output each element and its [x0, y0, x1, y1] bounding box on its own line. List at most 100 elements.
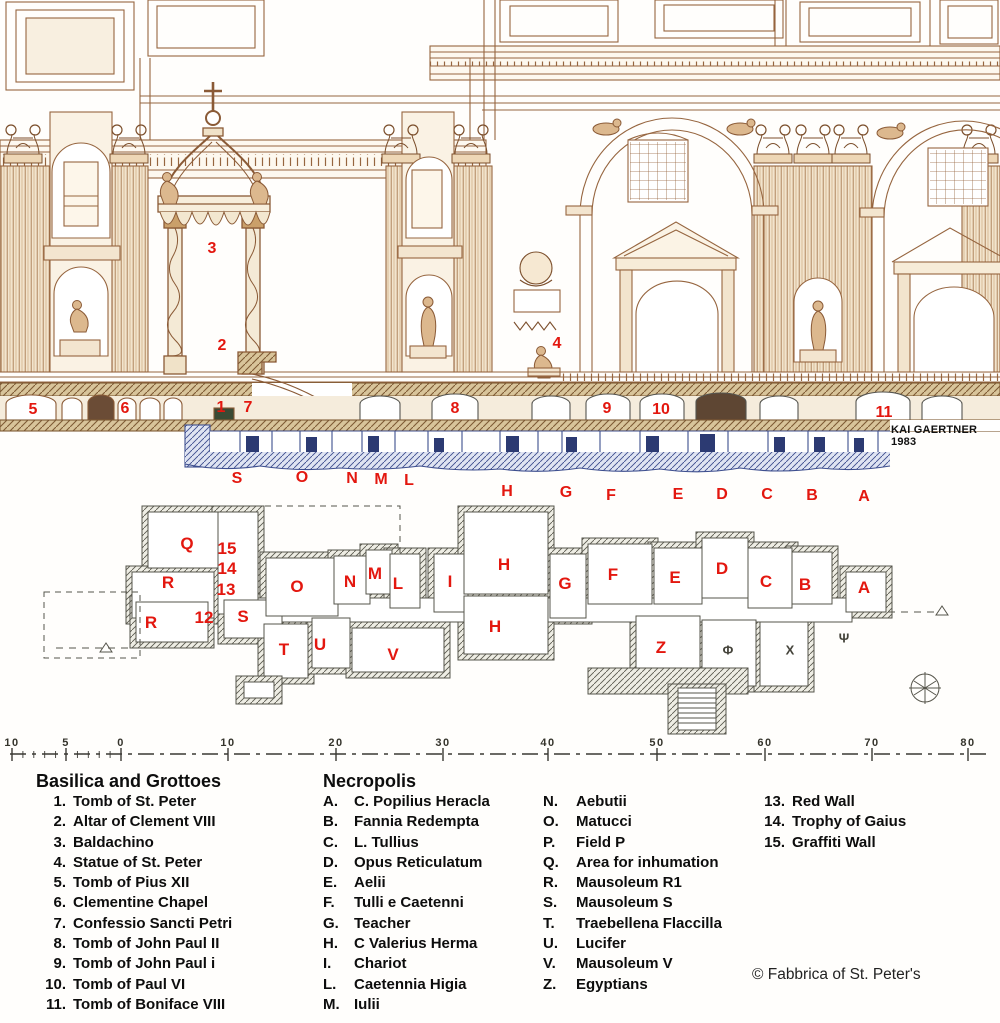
- legend-item-key: H.: [323, 935, 338, 953]
- legend-heading: Necropolis: [323, 771, 417, 791]
- legend-item-label: L. Tullius: [354, 833, 419, 851]
- plan-room: [549, 553, 587, 619]
- legend-item-label: Trophy of Gaius: [792, 813, 907, 831]
- legend-item-label: Mausoleum S: [576, 894, 673, 912]
- legend-item-Z: Z. Egyptians: [543, 975, 722, 995]
- necropolis-plan-drawing: [43, 505, 949, 735]
- legend-item-label: Chariot: [354, 955, 407, 973]
- legend-item-key: 15.: [764, 833, 785, 851]
- plan-room: [433, 553, 469, 613]
- legend-item-label: Egyptians: [576, 975, 648, 993]
- legend-item-label: C. Popilius Heracla: [354, 793, 490, 810]
- legend-item-key: Q.: [543, 853, 559, 871]
- legend-item-B: B. Fannia Redempta: [323, 812, 490, 832]
- legend-item-10: 10. Tomb of Paul VI: [36, 975, 232, 995]
- legend-item-1: 1.Tomb of St. Peter: [36, 792, 232, 812]
- legend-item-key: A.: [323, 793, 338, 810]
- legend-item-key: N.: [543, 793, 558, 810]
- legend-item-label: Tomb of John Paul i: [73, 955, 216, 973]
- legend-item-label: Tomb of John Paul II: [73, 935, 220, 953]
- legend-item-key: Z.: [543, 975, 557, 993]
- copyright-text: © Fabbrica of St. Peter's: [752, 966, 921, 983]
- legend-item-label: Area for inhumation: [576, 853, 719, 871]
- legend-item-key: B.: [323, 813, 338, 831]
- plan-room: [653, 547, 703, 605]
- legend-item-label: Traebellena Flaccilla: [576, 914, 722, 932]
- legend-item-key: V.: [543, 955, 556, 973]
- plan-room: [845, 571, 887, 613]
- legend-item-label: Teacher: [354, 914, 411, 932]
- legend-item-label: Opus Reticulatum: [354, 853, 483, 871]
- legend-item-9: 9. Tomb of John Paul i: [36, 954, 232, 974]
- legend-item-key: 13.: [764, 793, 785, 810]
- legend-item-I: I. Chariot: [323, 954, 490, 974]
- legend-item-7: 7.Confessio Sancti Petri: [36, 914, 232, 934]
- legend-item-label: Altar of Clement VIII: [73, 813, 216, 831]
- legend-item-label: Tomb of Pius XII: [73, 874, 190, 892]
- legend-item-label: Baldachino: [73, 833, 154, 851]
- legend-item-S: S.Mausoleum S: [543, 893, 722, 913]
- legend-item-label: Fannia Redempta: [354, 813, 480, 831]
- plan-room: [265, 557, 339, 617]
- legend-item-label: Clementine Chapel: [73, 894, 209, 912]
- legend-item-key: 8.: [53, 935, 66, 953]
- legend-item-E: E.Aelii: [323, 873, 490, 893]
- legend-item-N: N.Aebutii: [543, 792, 722, 812]
- legend-item-13: 13. Red Wall: [753, 792, 906, 812]
- legend-item-key: U.: [543, 935, 558, 953]
- legend-item-key: 7.: [53, 914, 66, 932]
- legend-item-label: Tomb of Boniface VIII: [73, 995, 226, 1013]
- plan-room: [351, 627, 445, 673]
- legend-item-key: D.: [323, 853, 338, 871]
- legend-item-14: 14.Trophy of Gaius: [753, 812, 906, 832]
- plan-room: [389, 553, 421, 609]
- legend-item-M: M. Iulii: [323, 995, 490, 1015]
- legend-item-key: 2.: [53, 813, 66, 831]
- legend-heading: Basilica and Grottoes: [36, 771, 222, 791]
- plan-room: [365, 549, 393, 595]
- plan-room: [759, 621, 809, 687]
- legend-item-6: 6. Clementine Chapel: [36, 893, 232, 913]
- legend-item-label: Aelii: [354, 874, 386, 892]
- legend-item-key: M.: [323, 995, 340, 1013]
- legend-item-key: G.: [323, 914, 339, 932]
- legend-item-key: O.: [543, 813, 559, 831]
- legend-item-2: 2. Altar of Clement VIII: [36, 812, 232, 832]
- credit-text: KAI GAERTNER 1983: [891, 424, 978, 448]
- legend-item-key: R.: [543, 874, 558, 892]
- legend-item-label: Statue of St. Peter: [73, 853, 203, 871]
- legend-item-4: 4.Statue of St. Peter: [36, 853, 232, 873]
- legend-item-key: 6.: [53, 894, 66, 912]
- legend-item-key: 10.: [45, 975, 66, 993]
- legend-item-key: 3.: [53, 833, 66, 851]
- legend-item-T: T. Traebellena Flaccilla: [543, 914, 722, 934]
- legend-item-15: 15.Graffiti Wall: [753, 833, 906, 853]
- plan-room: [747, 547, 793, 609]
- scale-bar: [10, 748, 992, 761]
- legend-item-label: Tulli e Caetenni: [354, 894, 464, 912]
- legend-item-label: Red Wall: [792, 793, 855, 810]
- legend-item-label: C Valerius Herma: [354, 935, 478, 953]
- plan-room: [263, 623, 309, 679]
- legend-item-key: 9.: [53, 955, 66, 973]
- grotto-level-drawing: [0, 373, 1000, 432]
- legend-item-key: T.: [543, 914, 555, 932]
- legend-item-O: O.Matucci: [543, 812, 722, 832]
- plan-room: [217, 511, 259, 615]
- legend-item-F: F.Tulli e Caetenni: [323, 893, 490, 913]
- legend-item-5: 5.Tomb of Pius XII: [36, 873, 232, 893]
- legend-item-R: R.Mausoleum R1: [543, 873, 722, 893]
- baldachino-drawing: [157, 82, 277, 375]
- legend-item-label: Iulii: [354, 995, 380, 1013]
- plan-room: [701, 537, 749, 599]
- basilica-elevation-drawing: [0, 0, 1000, 383]
- legend-item-key: L.: [323, 975, 337, 993]
- legend-item-P: P.Field P: [543, 833, 722, 853]
- legend-item-key: I.: [323, 955, 332, 973]
- legend-item-D: D. Opus Reticulatum: [323, 853, 490, 873]
- legend-item-label: Tomb of Paul VI: [73, 975, 186, 993]
- diagram-canvas: [0, 0, 1000, 761]
